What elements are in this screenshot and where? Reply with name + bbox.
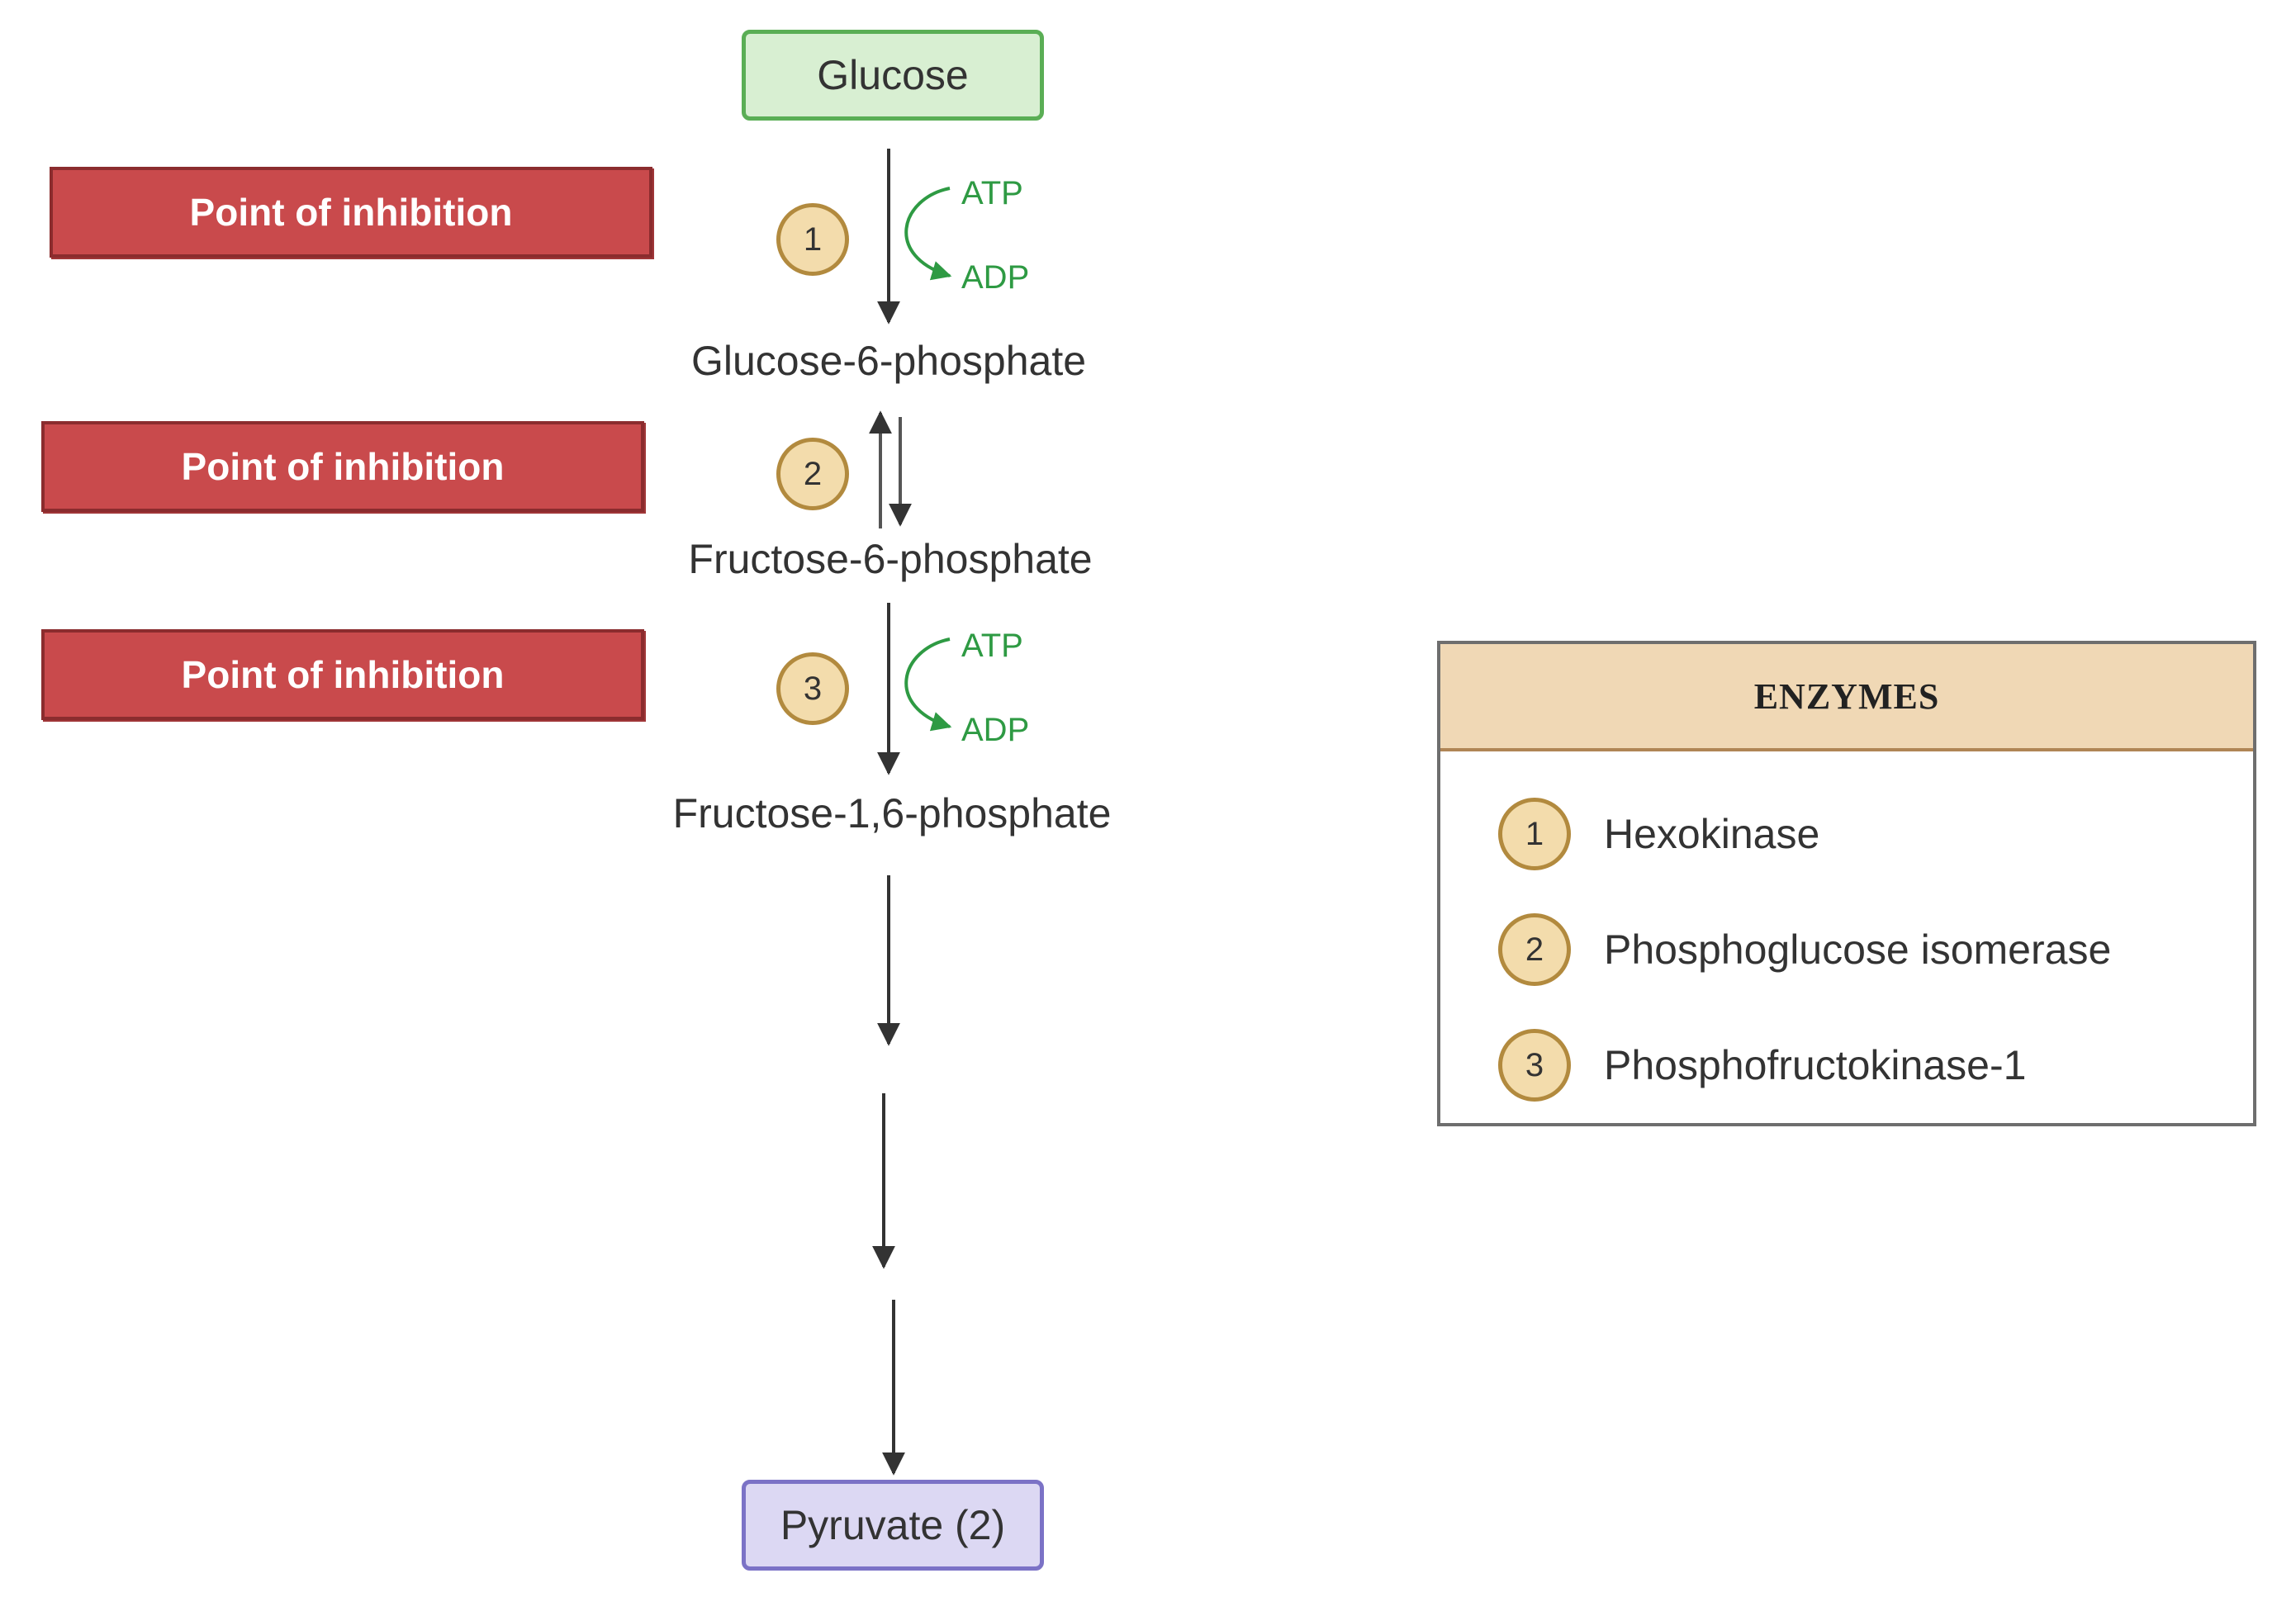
enzymes-legend: ENZYMES 1 Hexokinase 2 Phosphoglucose is… <box>1437 641 2256 1126</box>
adp-label-step-3: ADP <box>961 712 1030 748</box>
pyruvate-box: Pyruvate (2) <box>742 1480 1044 1571</box>
legend-item: 1 Hexokinase <box>1498 798 1819 870</box>
cofactor-curve-step-1 <box>904 187 952 281</box>
legend-badge: 3 <box>1498 1029 1571 1102</box>
enzyme-name: Hexokinase <box>1604 811 1820 857</box>
step-badge-1: 1 <box>776 203 849 276</box>
step-number: 3 <box>803 670 823 707</box>
glucose-box: Glucose <box>742 30 1044 121</box>
pyruvate-label: Pyruvate (2) <box>780 1502 1006 1548</box>
fructose-6-phosphate-label: Fructose-6-phosphate <box>688 536 1093 582</box>
step-number: 1 <box>803 220 823 258</box>
step-badge-3: 3 <box>776 652 849 725</box>
legend-item: 2 Phosphoglucose isomerase <box>1498 913 2111 986</box>
adp-label-step-1: ADP <box>961 259 1030 296</box>
step-number: 2 <box>803 455 823 492</box>
legend-title: ENZYMES <box>1753 675 1940 717</box>
inhibition-box-step-1: Point of inhibition <box>50 167 652 258</box>
inhibition-box-step-3: Point of inhibition <box>41 629 644 720</box>
cofactor-curve-step-3 <box>904 637 952 732</box>
legend-number: 1 <box>1525 815 1544 852</box>
glucose-6-phosphate-label: Glucose-6-phosphate <box>690 338 1087 384</box>
fructose-1-6-phosphate-label: Fructose-1,6-phosphate <box>672 790 1112 836</box>
inhibition-label: Point of inhibition <box>181 445 505 488</box>
legend-badge: 1 <box>1498 798 1571 870</box>
legend-header: ENZYMES <box>1440 644 2253 751</box>
legend-badge: 2 <box>1498 913 1571 986</box>
legend-item: 3 Phosphofructokinase-1 <box>1498 1029 2026 1102</box>
inhibition-label: Point of inhibition <box>181 653 505 696</box>
legend-number: 2 <box>1525 931 1544 968</box>
enzyme-name: Phosphoglucose isomerase <box>1604 926 2112 973</box>
glucose-label: Glucose <box>817 52 969 98</box>
atp-label-step-1: ATP <box>961 175 1023 211</box>
enzyme-name: Phosphofructokinase-1 <box>1604 1042 2027 1088</box>
legend-number: 3 <box>1525 1046 1544 1083</box>
inhibition-box-step-2: Point of inhibition <box>41 421 644 512</box>
step-badge-2: 2 <box>776 438 849 510</box>
inhibition-label: Point of inhibition <box>189 191 513 234</box>
atp-label-step-3: ATP <box>961 628 1023 664</box>
